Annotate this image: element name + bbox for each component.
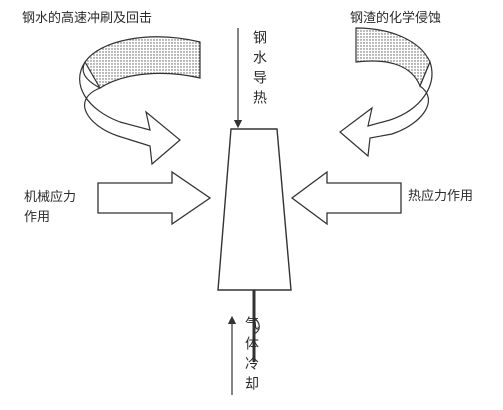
label-gas-cooling: 气体冷却 [243, 316, 259, 396]
central-brick [217, 128, 292, 291]
label-thermal-stress: 热应力作用 [408, 189, 474, 204]
right-block-arrow-icon [290, 170, 402, 226]
label-heat-conduction: 钢水导热 [251, 30, 267, 110]
label-slag-corrosion: 钢渣的化学侵蚀 [350, 11, 442, 26]
gas-pipe-hook [253, 317, 260, 335]
left-block-arrow-icon [97, 170, 212, 226]
left-curved-arrow-icon [79, 36, 201, 166]
right-curved-arrow-icon [339, 27, 433, 158]
label-erosion-flush: 钢水的高速冲刷及回击 [22, 11, 153, 26]
label-mechanical-stress: 机械应力 作用 [24, 190, 77, 225]
